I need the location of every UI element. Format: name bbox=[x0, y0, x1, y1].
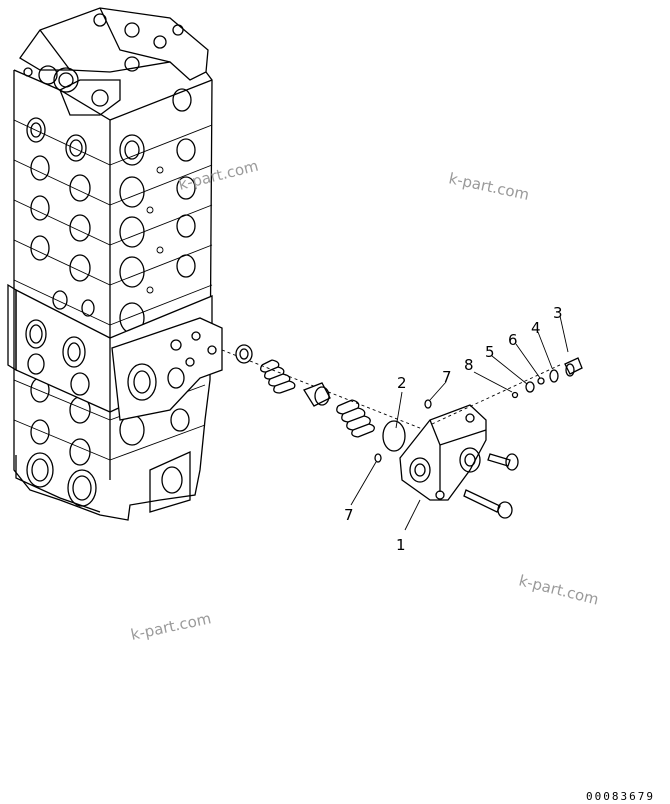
callout-8: 8 bbox=[464, 356, 474, 374]
callout-5: 5 bbox=[485, 343, 495, 361]
exploded-parts bbox=[221, 315, 583, 531]
part-bolt-lower bbox=[463, 489, 513, 519]
control-valve-assembly bbox=[7, 7, 223, 521]
callout-7-upper: 7 bbox=[442, 368, 452, 386]
part-cover bbox=[399, 404, 487, 501]
part-5 bbox=[525, 381, 535, 393]
part-spring-1 bbox=[260, 359, 296, 394]
part-spring-2 bbox=[336, 399, 375, 438]
drawing-code: 00083679 bbox=[586, 790, 655, 803]
part-o-ring-small-lower bbox=[374, 453, 382, 463]
part-6 bbox=[537, 377, 545, 385]
part-bolt-upper bbox=[487, 453, 519, 471]
part-3 bbox=[564, 357, 583, 377]
callout-2: 2 bbox=[397, 374, 407, 392]
watermark: k-part.com bbox=[129, 609, 213, 644]
part-plug bbox=[235, 344, 253, 364]
watermark: k-part.com bbox=[177, 157, 261, 194]
callout-7-lower: 7 bbox=[344, 506, 354, 524]
part-8 bbox=[511, 391, 519, 399]
part-retainer bbox=[303, 382, 331, 407]
callout-3: 3 bbox=[553, 304, 563, 322]
callout-6: 6 bbox=[508, 331, 518, 349]
part-4 bbox=[549, 369, 559, 383]
callout-1: 1 bbox=[396, 536, 406, 554]
callout-4: 4 bbox=[531, 319, 541, 337]
watermark: k-part.com bbox=[517, 571, 601, 608]
watermarks: k-part.com k-part.com k-part.com k-part.… bbox=[129, 157, 601, 644]
watermark: k-part.com bbox=[447, 169, 531, 204]
callout-labels: 1 2 3 4 5 6 7 7 8 bbox=[344, 304, 563, 554]
part-o-ring-large bbox=[382, 420, 406, 452]
part-o-ring-small-upper bbox=[424, 399, 432, 409]
